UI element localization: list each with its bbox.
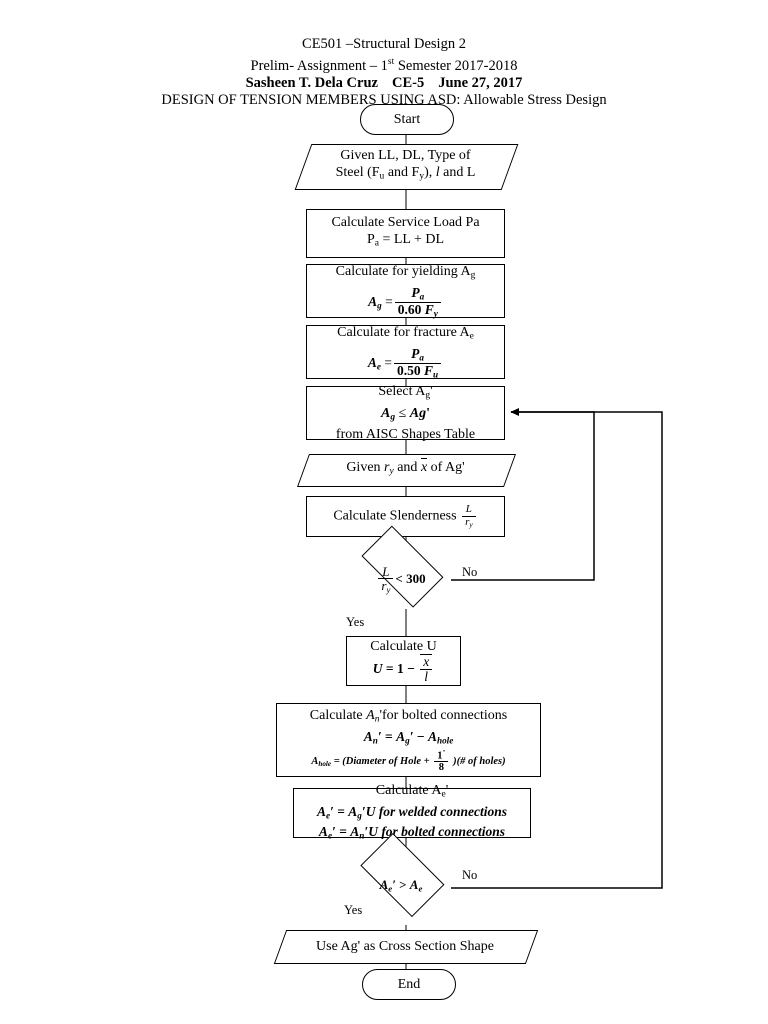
given-inputs-line1: Given LL, DL, Type of (340, 147, 471, 163)
select-ag-line3: from AISC Shapes Table (335, 427, 476, 443)
node-service-load[interactable]: Calculate Service Load Pa Pa = LL + DL (306, 209, 505, 258)
node-given-ry-xbar[interactable]: Given ry and x of Ag' (296, 454, 517, 487)
node-start-label: Start (393, 112, 421, 127)
calc-an-formula1: An′ = Ag′ − Ahole (363, 728, 454, 746)
header-topic-line: DESIGN OF TENSION MEMBERS USING ASD: All… (161, 92, 607, 109)
node-given-inputs[interactable]: Given LL, DL, Type of Steel (Fu and Fy),… (294, 144, 519, 190)
calc-u-title: Calculate U (370, 638, 437, 654)
service-load-title: Calculate Service Load Pa (331, 215, 480, 231)
header-assignment-text: Prelim- Assignment – 1 (250, 57, 388, 74)
header-date: June 27, 2017 (438, 74, 523, 91)
calc-ae-formula2: Ae′ = An′U for bolted connections (318, 823, 506, 841)
header-author-name: Sasheen T. Dela Cruz (245, 74, 378, 91)
use-ag-label: Use Ag' as Cross Section Shape (316, 938, 494, 954)
node-use-ag-output[interactable]: Use Ag' as Cross Section Shape (273, 930, 539, 964)
select-ag-line1: Select Ag' (378, 383, 433, 401)
calc-an-title: Calculate An'for bolted connections (309, 707, 508, 725)
yielding-title: Calculate for yielding Ag (335, 263, 476, 281)
fracture-title: Calculate for fracture Ae (337, 324, 474, 342)
decision-ae-no-label: No (462, 868, 478, 882)
given-inputs-line2: Steel (Fu and Fy), l and L (335, 164, 476, 182)
header-author-line: Sasheen T. Dela Cruz CE-5 June 27, 2017 (0, 75, 768, 93)
header-semester-text: Semester 2017-2018 (394, 57, 518, 74)
decision-slenderness-no-label: No (462, 565, 478, 579)
node-end[interactable]: End (362, 969, 456, 1000)
calc-ae-title: Calculate Ae' (375, 783, 449, 800)
header-course-line: CE501 –Structural Design 2 (302, 36, 466, 52)
header-section: CE-5 (391, 74, 425, 91)
node-calculate-an[interactable]: Calculate An'for bolted connections An′ … (276, 703, 541, 777)
node-decision-ae[interactable]: Ae′ > Ae (351, 832, 451, 918)
calc-an-formula2: Ahole = (Diameter of Hole + 1″8 )(# of h… (311, 748, 506, 774)
header-assignment-line: Prelim- Assignment – 1st Semester 2017-2… (0, 54, 768, 75)
node-start[interactable]: Start (360, 104, 454, 135)
page-header: CE501 –Structural Design 2 Prelim- Assig… (0, 36, 768, 110)
decision-slenderness-yes-label: Yes (346, 615, 365, 629)
select-ag-line2: Ag ≤ Ag' (380, 405, 431, 423)
node-end-label: End (397, 977, 421, 992)
service-load-formula: Pa = LL + DL (366, 232, 445, 249)
node-select-ag[interactable]: Select Ag' Ag ≤ Ag' from AISC Shapes Tab… (306, 383, 505, 443)
node-calculate-ae[interactable]: Calculate Ae' Ae′ = Ag′U for welded conn… (293, 783, 531, 840)
calc-ae-formula1: Ae′ = Ag′U for welded connections (316, 803, 508, 821)
header-ordinal-suffix: st (387, 56, 395, 67)
decision-ae-yes-label: Yes (344, 903, 363, 917)
